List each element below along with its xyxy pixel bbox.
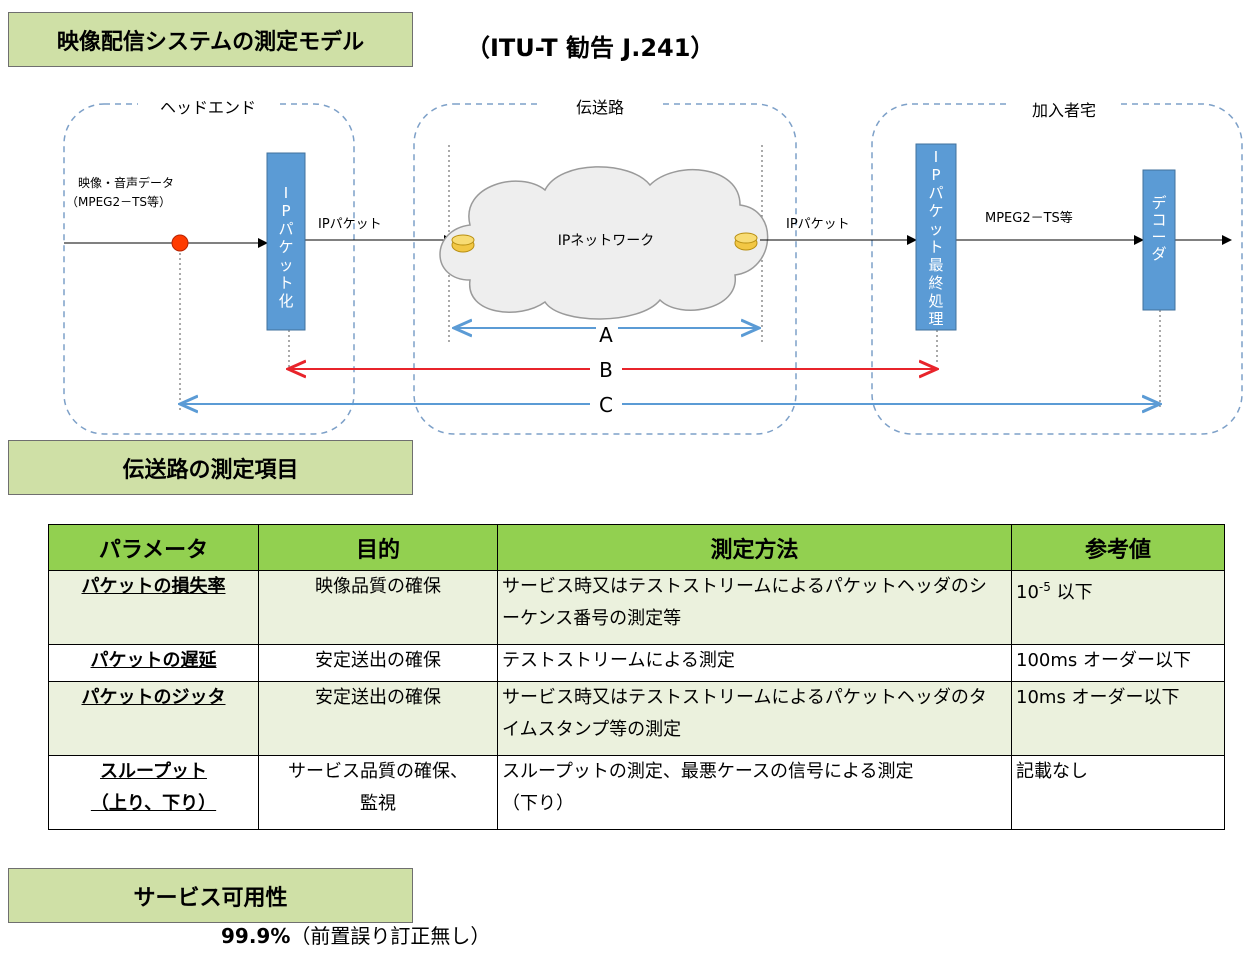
block-char: ト	[928, 238, 943, 256]
packetizer-block	[266, 152, 306, 331]
span-b-label: B	[599, 358, 613, 382]
block-char: コ	[1151, 211, 1166, 229]
availability-percent: 99.9%	[221, 924, 291, 948]
block-char: デ	[1151, 194, 1166, 212]
block-char: 理	[928, 310, 943, 328]
table-header-row: パラメータ 目的 測定方法 参考値	[48, 524, 1225, 571]
block-char: 化	[278, 292, 293, 310]
model-subtitle: （ITU-T 勧告 J.241）	[466, 34, 715, 62]
transport-zone	[413, 103, 797, 435]
param-name: パケットのジッタ	[48, 681, 259, 756]
purpose-cell: 安定送出の確保	[258, 681, 498, 756]
column-header: 参考値	[1011, 524, 1225, 571]
ip-network-label: IPネットワーク	[558, 233, 655, 249]
block-char: 最	[928, 256, 943, 274]
block-char: 終	[928, 274, 943, 292]
decoder-block	[1142, 169, 1176, 311]
availability-title-box: サービス可用性	[8, 868, 413, 923]
purpose-cell: 映像品質の確保	[258, 570, 498, 645]
items-title-box: 伝送路の測定項目	[8, 440, 413, 495]
block-char: 処	[928, 292, 943, 310]
block-char: ッ	[278, 256, 293, 274]
column-header: パラメータ	[48, 524, 259, 571]
table-row: スループット（上り、下り） サービス品質の確保、監視 スループットの測定、最悪ケ…	[48, 755, 1225, 830]
param-name: スループット（上り、下り）	[48, 755, 259, 830]
block-char: ケ	[928, 202, 943, 220]
source-label-1: 映像・音声データ	[78, 175, 174, 190]
model-title-box: 映像配信システムの測定モデル	[8, 12, 413, 67]
span-a-label: A	[599, 323, 613, 347]
block-char: ト	[278, 274, 293, 292]
availability-note: （前置誤り訂正無し）	[290, 924, 491, 948]
router-icon	[734, 232, 758, 251]
ip-network-cloud	[439, 166, 769, 320]
parameter-table: パラメータ 目的 測定方法 参考値 パケットの損失率 映像品質の確保 サービス時…	[48, 524, 1225, 830]
method-cell: サービス時又はテストストリームによるパケットヘッダのタイムスタンプ等の測定	[497, 681, 1012, 756]
router-icon	[451, 234, 475, 253]
source-label-2: （MPEG2－TS等）	[66, 195, 171, 209]
table-row: パケットのジッタ 安定送出の確保 サービス時又はテストストリームによるパケットヘ…	[48, 681, 1225, 756]
purpose-cell: 安定送出の確保	[258, 644, 498, 682]
table-row: パケットの損失率 映像品質の確保 サービス時又はテストストリームによるパケットヘ…	[48, 570, 1225, 645]
availability-title: サービス可用性	[133, 885, 288, 911]
table-row: パケットの遅延 安定送出の確保 テストストリームによる測定 100ms オーダー…	[48, 644, 1225, 682]
headend-label: ヘッドエンド	[160, 98, 256, 117]
ip-packet-label-1: IPパケット	[318, 217, 382, 232]
source-point-dot	[171, 234, 189, 252]
column-header: 測定方法	[497, 524, 1012, 571]
column-header: 目的	[258, 524, 498, 571]
reference-value-cell: 10-5 以下	[1011, 570, 1225, 645]
availability-value: 99.9%（前置誤り訂正無し）	[221, 920, 490, 949]
param-name: パケットの損失率	[48, 570, 259, 645]
method-cell: スループットの測定、最悪ケースの信号による測定（下り）	[497, 755, 1012, 830]
block-char: ッ	[928, 220, 943, 238]
block-char: ー	[1151, 228, 1166, 246]
method-cell: テストストリームによる測定	[497, 644, 1012, 682]
headend-zone	[63, 103, 355, 435]
method-cell: サービス時又はテストストリームによるパケットヘッダのシーケンス番号の測定等	[497, 570, 1012, 645]
final-processing-block	[915, 143, 957, 331]
param-name: パケットの遅延	[48, 644, 259, 682]
reference-value-cell: 記載なし	[1011, 755, 1225, 830]
ip-packet-label-2: IPパケット	[786, 217, 850, 232]
purpose-cell: サービス品質の確保、監視	[258, 755, 498, 830]
block-char: P	[281, 202, 290, 220]
model-title: 映像配信システムの測定モデル	[56, 29, 365, 55]
block-char: ダ	[1151, 245, 1166, 263]
subscriber-label: 加入者宅	[1032, 101, 1096, 120]
block-char: I	[284, 184, 288, 202]
measurement-model-diagram: ヘッドエンド 伝送路 加入者宅 映像・音声データ （MPEG2－TS等） IPパ…	[63, 94, 1243, 435]
reference-value-cell: 10ms オーダー以下	[1011, 681, 1225, 756]
mpeg-ts-label: MPEG2－TS等	[985, 210, 1073, 226]
span-c-label: C	[599, 393, 613, 417]
block-char: ケ	[278, 238, 293, 256]
block-char: パ	[278, 220, 293, 238]
block-char: P	[931, 166, 940, 184]
block-char: パ	[928, 184, 943, 202]
transport-label: 伝送路	[576, 98, 624, 117]
block-char: I	[934, 148, 938, 166]
reference-value-cell: 100ms オーダー以下	[1011, 644, 1225, 682]
items-title: 伝送路の測定項目	[122, 457, 299, 483]
